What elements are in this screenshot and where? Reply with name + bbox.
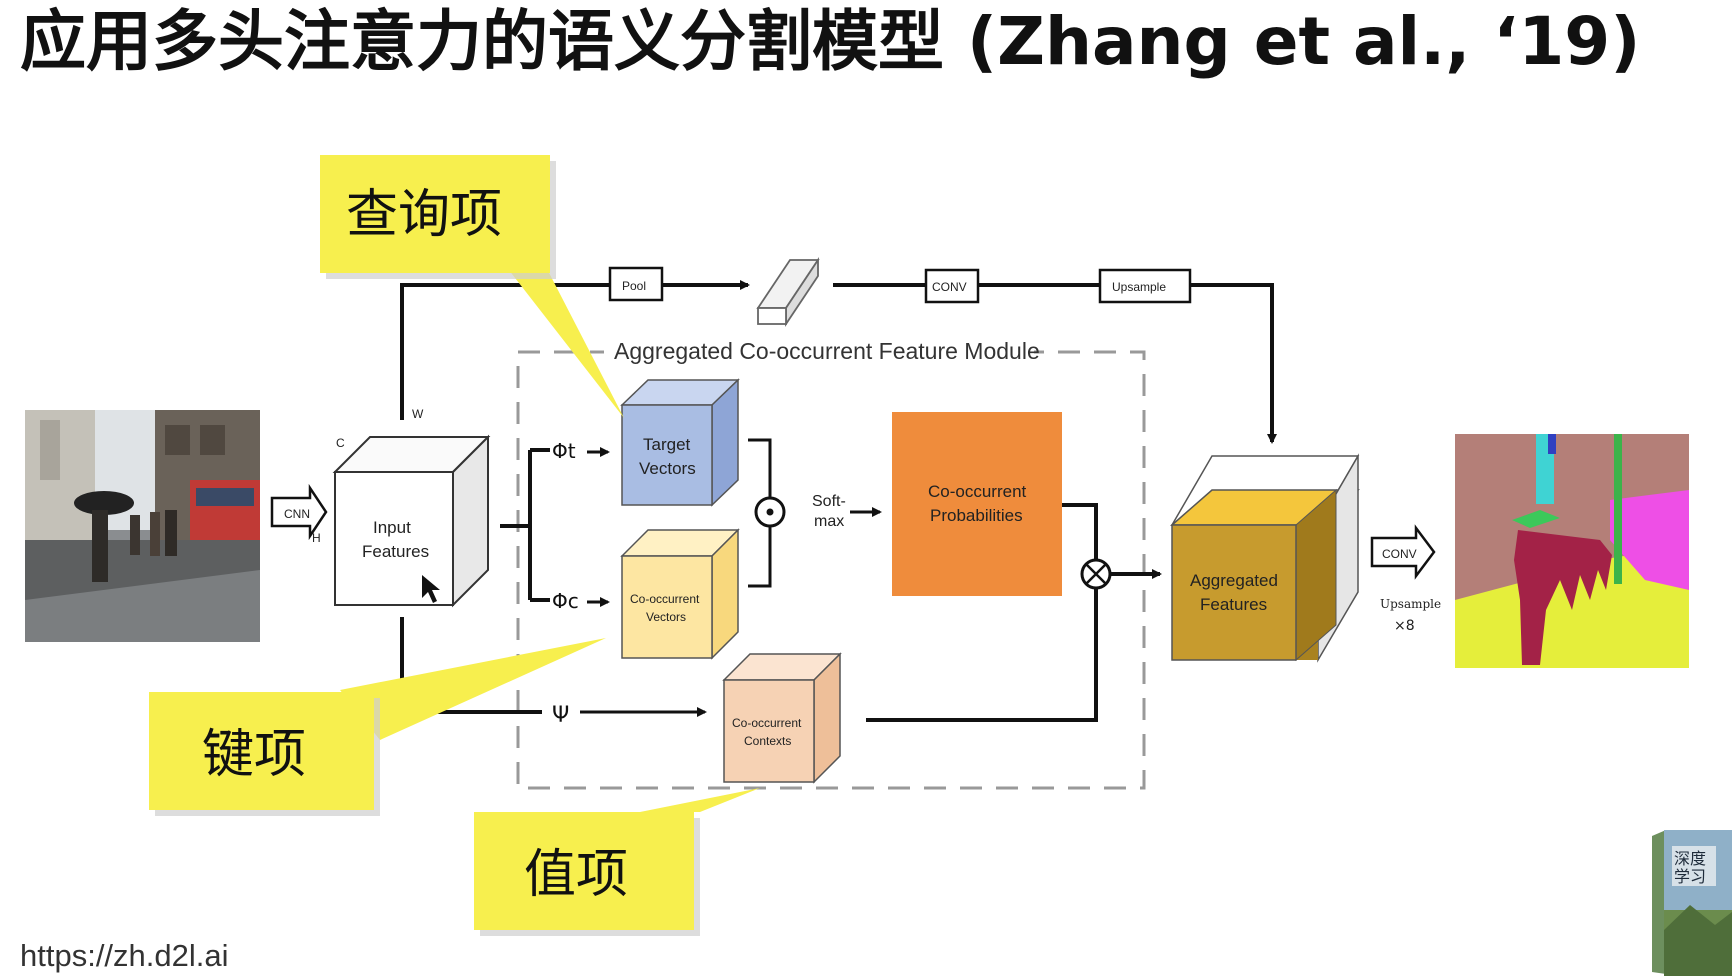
probabilities-line1: Co-occurrent (928, 482, 1027, 501)
target-vectors-line1: Target (643, 435, 691, 454)
phi-c-label: Φc (552, 589, 579, 613)
conv-top-label: CONV (932, 280, 967, 294)
cooccurrent-vectors-line1: Co-occurrent (630, 592, 700, 606)
cooccurrent-contexts-line1: Co-occurrent (732, 716, 802, 730)
key-callout-text: 键项 (202, 725, 306, 785)
dim-h-label: H (312, 531, 321, 545)
psi-label: Ψ (552, 703, 569, 728)
source-url: https://zh.d2l.ai (20, 938, 229, 973)
probabilities-line2: Probabilities (930, 506, 1023, 525)
pool-label: Pool (622, 279, 646, 293)
cooccurrent-vectors-cube (620, 528, 740, 660)
cooccurrent-vectors-line2: Vectors (646, 610, 686, 624)
value-callout-pointer (640, 788, 760, 812)
target-vectors-cube (620, 378, 740, 507)
upsample-right-label: Upsample (1380, 597, 1441, 611)
value-callout-text: 值项 (524, 845, 628, 905)
softmax-line2: max (814, 513, 844, 530)
query-callout-pointer (505, 265, 624, 418)
cnn-label: CNN (284, 507, 310, 521)
pooled-vector-bar (756, 257, 820, 327)
dim-w-label: W (412, 407, 424, 421)
target-vectors-line2: Vectors (639, 459, 696, 478)
key-callout-pointer (340, 638, 606, 740)
value-callout-box (474, 812, 694, 930)
aggregated-features-line2: Features (1200, 595, 1267, 614)
module-label: Aggregated Co-occurrent Feature Module (614, 338, 1040, 364)
conv-top-box (924, 268, 980, 304)
module-dashed-box (516, 350, 1146, 790)
query-callout-text: 查询项 (346, 185, 502, 245)
query-callout-box (320, 155, 550, 273)
upsample-top-box (1098, 268, 1192, 304)
upsample-top-label: Upsample (1112, 280, 1166, 294)
cooccurrent-probabilities-box (892, 412, 1062, 596)
aggregated-features-line1: Aggregated (1190, 571, 1278, 590)
conv-right-label: CONV (1382, 547, 1417, 561)
dim-c-label: C (336, 436, 345, 450)
phi-t-label: Φt (552, 439, 576, 463)
input-features-line2: Features (362, 542, 429, 561)
segmentation-output-image (1455, 434, 1689, 668)
cooccurrent-contexts-cube (722, 652, 842, 784)
softmax-line1: Soft- (812, 493, 846, 510)
book-cover-thumbnail: 深度 学习 (1652, 830, 1732, 976)
pool-box (608, 266, 664, 302)
input-features-line1: Input (373, 518, 411, 537)
book-title-line1: 深度 (1674, 849, 1706, 868)
cursor-icon (422, 575, 440, 603)
input-street-photo (25, 410, 260, 642)
conv-right-arrow (1370, 524, 1436, 580)
aggregated-features-cube (1170, 453, 1360, 663)
input-features-cube (332, 434, 491, 608)
slide-title: 应用多头注意力的语义分割模型 (Zhang et al., ‘19) (20, 3, 1641, 80)
book-title-line2: 学习 (1674, 867, 1706, 886)
key-callout-box (149, 692, 374, 810)
cooccurrent-contexts-line2: Contexts (744, 734, 791, 748)
cnn-arrow (270, 483, 328, 541)
times8-label: ×8 (1394, 618, 1415, 634)
